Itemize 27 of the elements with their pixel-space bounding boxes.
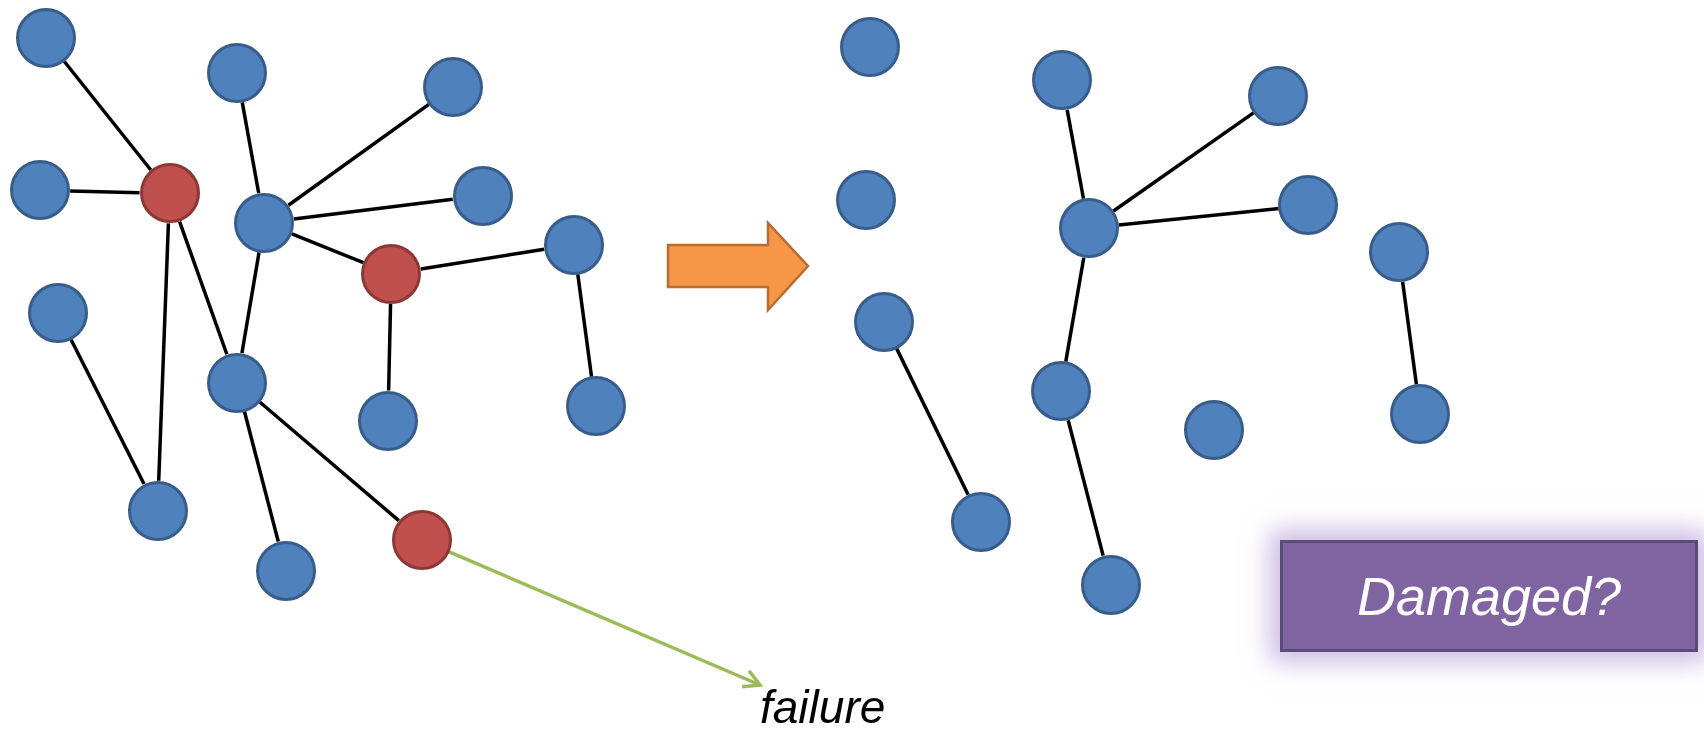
connector-line: [1065, 109, 1086, 200]
failure-label: failure: [760, 684, 886, 730]
connector-line: [62, 60, 153, 172]
connector-line: [177, 221, 229, 355]
arrow: [448, 550, 762, 689]
connector-line: [1400, 281, 1419, 385]
connector-line: [291, 232, 365, 265]
connector-line: [156, 223, 171, 481]
connector-line: [242, 411, 280, 542]
failed-node-circle: [391, 510, 452, 571]
connector-line: [576, 274, 594, 377]
connector-line: [287, 103, 430, 207]
callout-box: [1280, 540, 1698, 652]
connector-line: [240, 252, 261, 354]
connector-line: [1118, 206, 1279, 227]
connector-line: [1066, 419, 1105, 557]
connector-line: [420, 247, 545, 271]
connector-line: [895, 347, 970, 496]
callout-text: Damaged?: [1356, 565, 1622, 627]
connector-line: [1064, 257, 1086, 362]
connector-line: [258, 400, 400, 522]
connector-line: [70, 189, 140, 195]
connector-line: [69, 338, 146, 485]
connector-line: [293, 197, 453, 221]
connector-line: [240, 102, 261, 194]
connector-line: [386, 303, 393, 391]
connector-line: [1112, 111, 1255, 213]
